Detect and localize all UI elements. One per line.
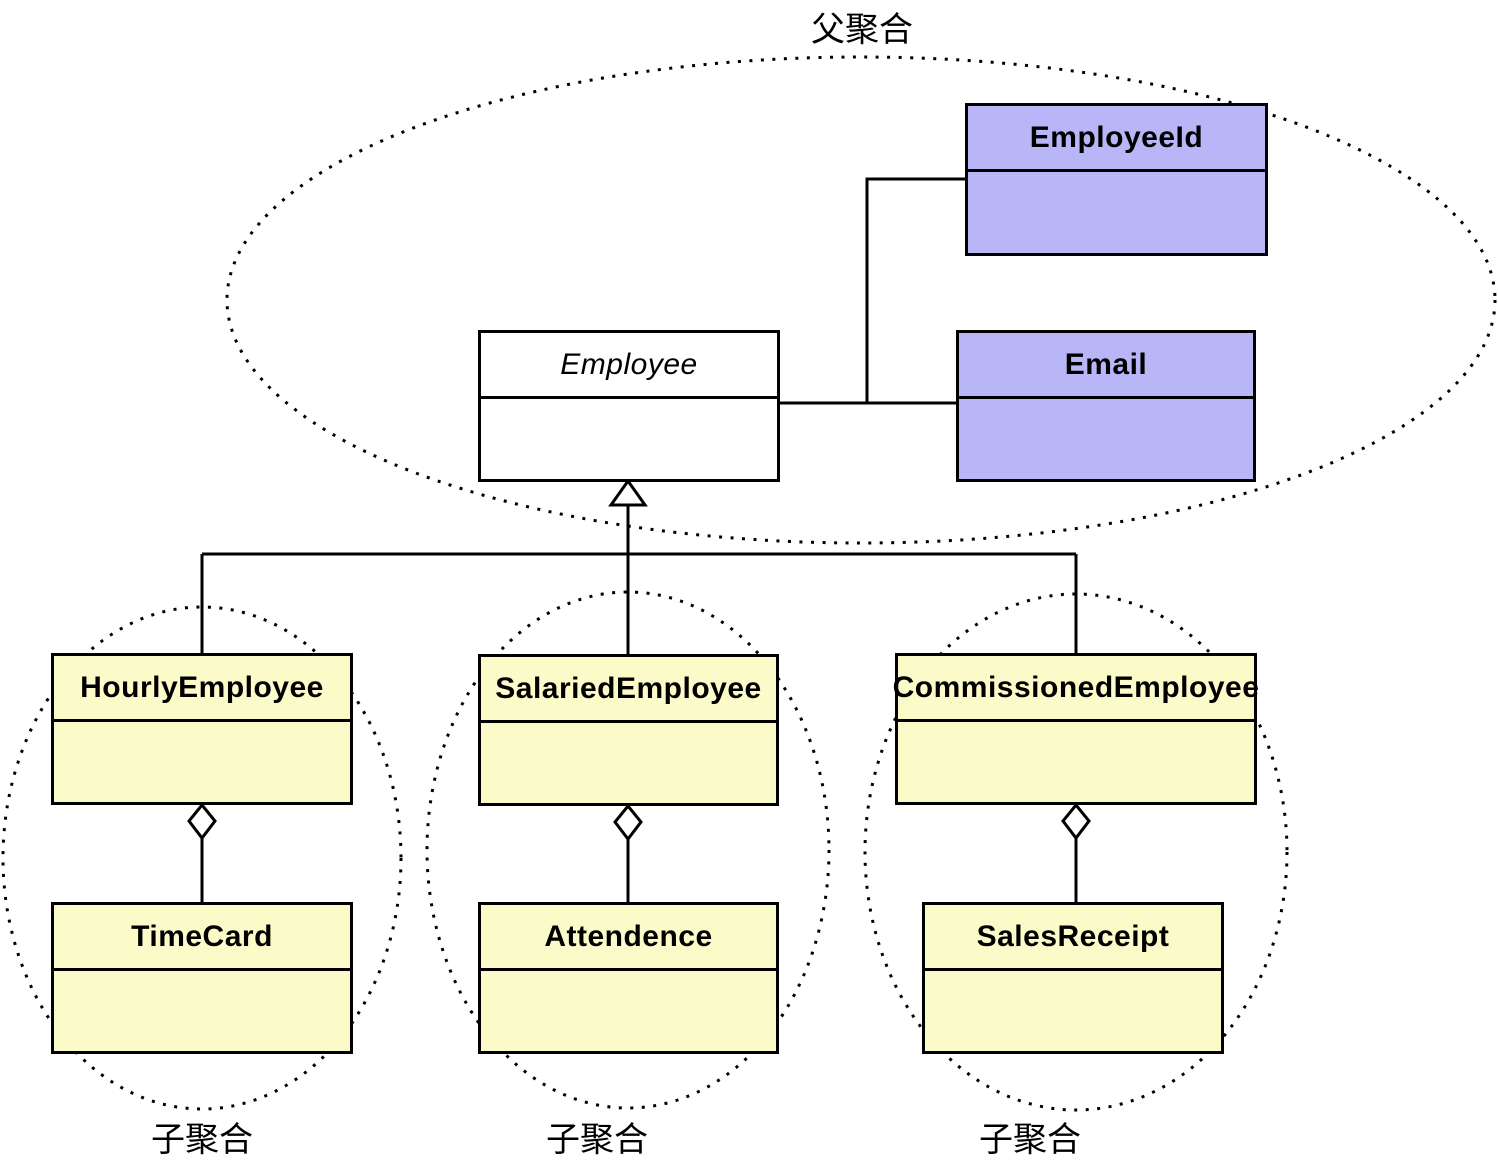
class-box-commissionedemployee: CommissionedEmployee xyxy=(893,653,1259,805)
class-name-salesreceipt: SalesReceipt xyxy=(925,905,1221,971)
class-name-employeeid: EmployeeId xyxy=(968,106,1265,172)
class-name-salariedemployee: SalariedEmployee xyxy=(481,657,776,723)
class-box-salariedemployee: SalariedEmployee xyxy=(478,654,779,806)
class-box-attendence: Attendence xyxy=(478,902,779,1054)
class-box-email: Email xyxy=(956,330,1256,482)
aggregation-diamond-icon-left xyxy=(187,802,217,841)
class-attributes-timecard xyxy=(54,971,350,1051)
class-box-hourlyemployee: HourlyEmployee xyxy=(51,653,353,805)
child-aggregate-ellipse-right xyxy=(863,592,1289,1112)
class-name-email: Email xyxy=(959,333,1253,399)
child-aggregate-label-middle: 子聚合 xyxy=(546,1121,648,1159)
class-name-timecard: TimeCard xyxy=(54,905,350,971)
class-name-commissionedemployee: CommissionedEmployee xyxy=(893,656,1259,722)
class-attributes-salariedemployee xyxy=(481,723,776,803)
class-box-salesreceipt: SalesReceipt xyxy=(922,902,1224,1054)
class-name-attendence: Attendence xyxy=(481,905,776,971)
class-attributes-employeeid xyxy=(968,172,1265,253)
association-employee-employeeid xyxy=(865,177,965,403)
generalization-triangle-icon xyxy=(608,478,648,507)
class-attributes-commissionedemployee xyxy=(898,722,1254,802)
child-aggregate-label-right: 子聚合 xyxy=(979,1121,1081,1159)
child-aggregate-ellipse-middle xyxy=(425,590,831,1110)
aggregation-diamond-icon-right xyxy=(1061,802,1091,841)
class-box-employeeid: EmployeeId xyxy=(965,103,1268,256)
class-attributes-attendence xyxy=(481,971,776,1051)
class-attributes-email xyxy=(959,399,1253,479)
class-box-employee: Employee xyxy=(478,330,780,482)
class-name-employee: Employee xyxy=(481,333,777,399)
parent-aggregate-label: 父聚合 xyxy=(811,11,913,49)
child-aggregate-ellipse-left xyxy=(1,605,403,1111)
class-name-hourlyemployee: HourlyEmployee xyxy=(54,656,350,722)
parent-aggregate-ellipse xyxy=(225,55,1497,545)
class-attributes-hourlyemployee xyxy=(54,722,350,802)
child-aggregate-label-left: 子聚合 xyxy=(151,1121,253,1159)
class-attributes-employee xyxy=(481,399,777,479)
aggregation-diamond-icon-middle xyxy=(613,803,643,842)
class-box-timecard: TimeCard xyxy=(51,902,353,1054)
class-attributes-salesreceipt xyxy=(925,971,1221,1051)
